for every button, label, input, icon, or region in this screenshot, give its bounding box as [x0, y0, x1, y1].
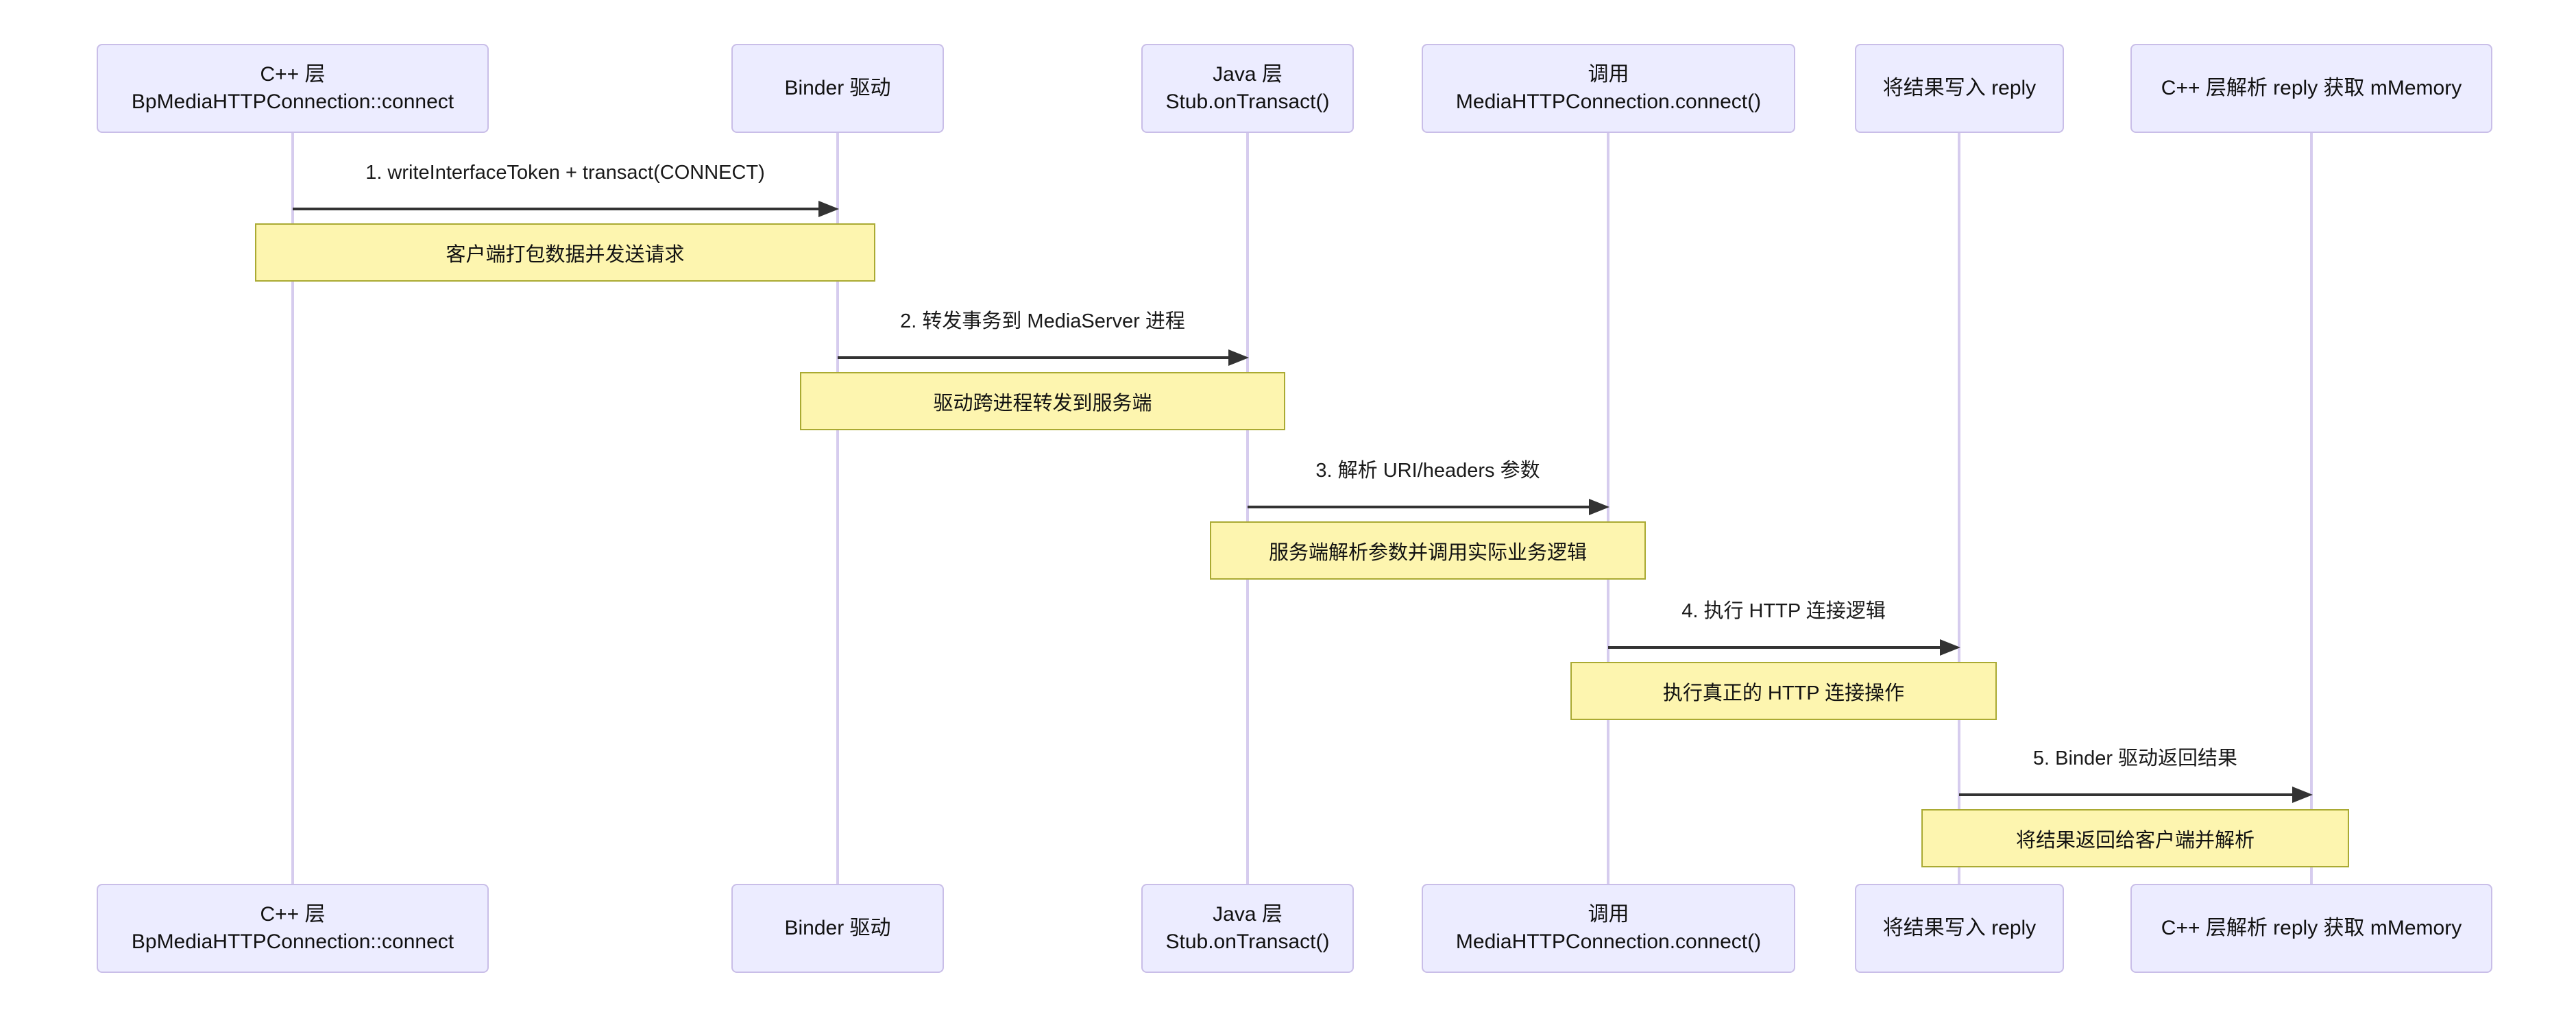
- actor-bottom-cpp-bpmediahttpconnection: C++ 层 BpMediaHTTPConnection::connect: [97, 884, 489, 973]
- note-4: 执行真正的 HTTP 连接操作: [1570, 662, 1997, 720]
- message-5-label: 5. Binder 驱动返回结果: [2032, 747, 2238, 769]
- note-5: 将结果返回给客户端并解析: [1921, 809, 2349, 867]
- actor-top-cpp-parse-reply-mmemory: C++ 层解析 reply 获取 mMemory: [2130, 44, 2492, 133]
- arrow-line: [838, 356, 1234, 359]
- arrow-head-icon: [2292, 787, 2313, 803]
- note-2: 驱动跨进程转发到服务端: [800, 372, 1285, 430]
- lifeline-binder-driver: [836, 133, 839, 884]
- actor-bottom-write-result-reply: 将结果写入 reply: [1855, 884, 2064, 973]
- arrow-line: [1608, 646, 1945, 649]
- arrow-line: [293, 208, 824, 210]
- actor-top-java-stub-ontransact: Java 层 Stub.onTransact(): [1141, 44, 1354, 133]
- lifeline-java-stub-ontransact: [1246, 133, 1249, 884]
- message-1-label: 1. writeInterfaceToken + transact(CONNEC…: [365, 162, 765, 184]
- note-1: 客户端打包数据并发送请求: [255, 223, 875, 282]
- actor-bottom-java-stub-ontransact: Java 层 Stub.onTransact(): [1141, 884, 1354, 973]
- lifeline-cpp-parse-reply-mmemory: [2310, 133, 2313, 884]
- actor-top-mediahttpconnection-connect: 调用 MediaHTTPConnection.connect(): [1422, 44, 1795, 133]
- lifeline-cpp-bpmediahttpconnection: [291, 133, 294, 884]
- lifeline-write-result-reply: [1958, 133, 1960, 884]
- actor-bottom-mediahttpconnection-connect: 调用 MediaHTTPConnection.connect(): [1422, 884, 1795, 973]
- message-3-label: 3. 解析 URI/headers 参数: [1315, 460, 1540, 482]
- arrow-line: [1248, 506, 1594, 508]
- message-2-label: 2. 转发事务到 MediaServer 进程: [900, 310, 1185, 332]
- actor-top-binder-driver: Binder 驱动: [731, 44, 944, 133]
- arrow-head-icon: [818, 201, 839, 217]
- actor-bottom-binder-driver: Binder 驱动: [731, 884, 944, 973]
- arrow-head-icon: [1940, 639, 1960, 656]
- actor-top-write-result-reply: 将结果写入 reply: [1855, 44, 2064, 133]
- actor-top-cpp-bpmediahttpconnection: C++ 层 BpMediaHTTPConnection::connect: [97, 44, 489, 133]
- actor-bottom-cpp-parse-reply-mmemory: C++ 层解析 reply 获取 mMemory: [2130, 884, 2492, 973]
- note-3: 服务端解析参数并调用实际业务逻辑: [1210, 521, 1646, 580]
- arrow-head-icon: [1589, 499, 1609, 515]
- arrow-line: [1959, 793, 2298, 796]
- arrow-head-icon: [1228, 349, 1249, 366]
- message-4-label: 4. 执行 HTTP 连接逻辑: [1681, 600, 1886, 622]
